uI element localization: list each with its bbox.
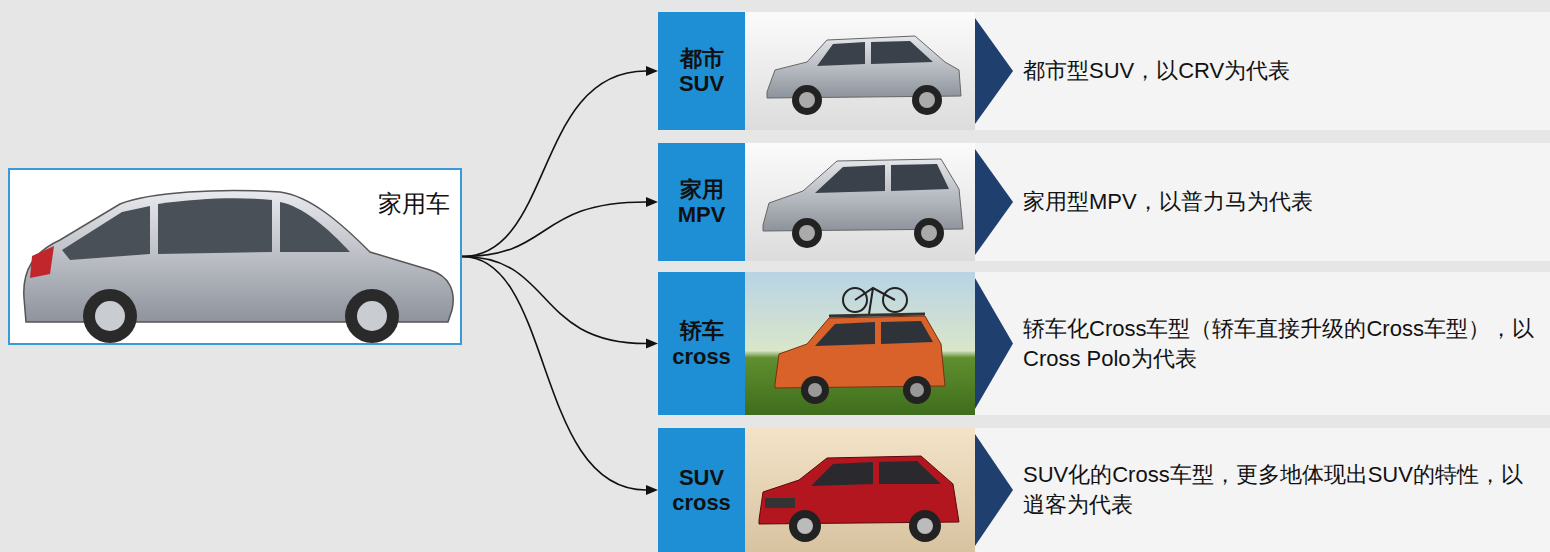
car-window [280,202,350,252]
chevron-arrow [975,12,1015,130]
description-band: SUV化的Cross车型，更多地体现出SUV的特性，以逍客为代表 [975,428,1550,552]
curved-arrow [462,257,658,349]
description-text: 都市型SUV，以CRV为代表 [1023,56,1290,86]
category-box: SUV cross [658,428,745,552]
car-window [62,206,150,260]
tail-light [30,246,54,278]
mpv-photo [745,143,975,261]
category-box: 都市 SUV [658,12,745,130]
wheel [83,289,137,343]
description-text: 轿车化Cross车型（轿车直接升级的Cross车型），以Cross Polo为代… [1023,314,1542,373]
description-band: 都市型SUV，以CRV为代表 [975,12,1550,130]
chevron-arrow [975,272,1015,415]
cross-photo [745,272,975,415]
description-text: 家用型MPV，以普力马为代表 [1023,187,1313,217]
car-window [158,198,272,254]
wheel [345,289,399,343]
wheel-rim [95,301,125,331]
category-label: 都市 SUV [662,46,741,97]
main-car-box: 家用车 [8,168,462,345]
category-label: 轿车 cross [662,318,741,369]
category-box: 家用 MPV [658,143,745,261]
category-label: SUV cross [662,465,741,516]
description-text: SUV化的Cross车型，更多地体现出SUV的特性，以逍客为代表 [1023,460,1542,519]
node-title: 家用车 [378,188,450,220]
description-band: 轿车化Cross车型（轿车直接升级的Cross车型），以Cross Polo为代… [975,272,1550,415]
suv-cross-photo [745,428,975,552]
curved-arrow [462,197,658,257]
category-label: 家用 MPV [662,177,741,228]
suv-photo [745,12,975,130]
description-band: 家用型MPV，以普力马为代表 [975,143,1550,261]
curved-arrow [462,257,658,496]
chevron-arrow [975,428,1015,552]
wheel-rim [357,301,387,331]
curved-arrow [462,66,658,257]
category-box: 轿车 cross [658,272,745,415]
chevron-arrow [975,143,1015,261]
